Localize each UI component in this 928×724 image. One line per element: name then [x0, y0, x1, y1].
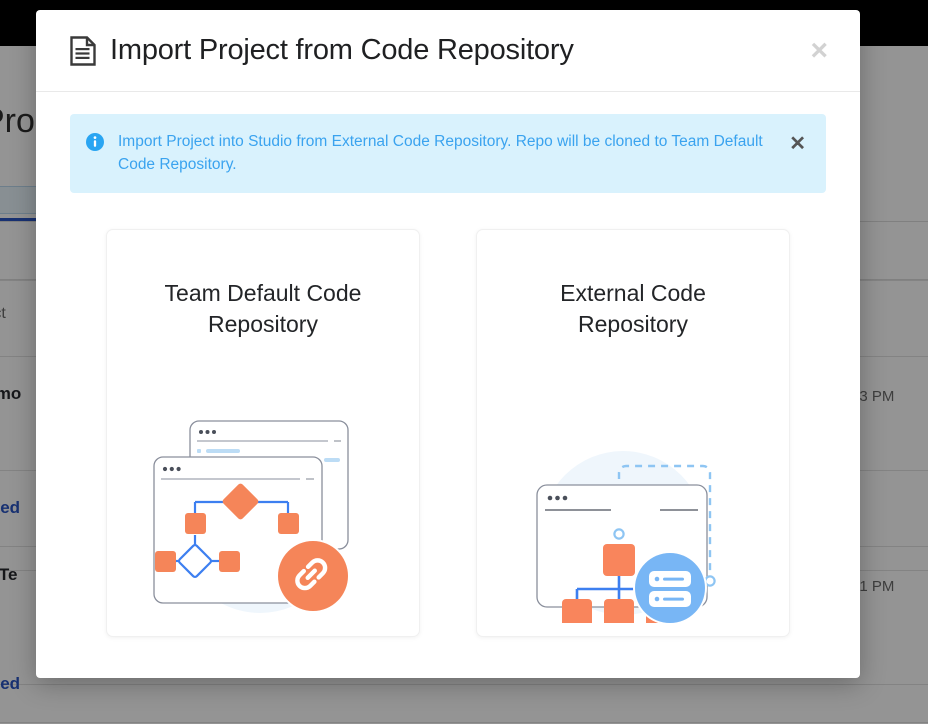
modal-title: Import Project from Code Repository	[110, 34, 574, 66]
modal-header: Import Project from Code Repository ×	[36, 10, 860, 92]
info-alert-text: Import Project into Studio from External…	[118, 133, 763, 174]
info-circle-icon	[86, 133, 104, 151]
close-icon[interactable]: ×	[800, 32, 838, 70]
table-row[interactable]: csTe	[0, 565, 18, 584]
info-alert: Import Project into Studio from External…	[70, 114, 826, 193]
alert-close-icon[interactable]: ✕	[783, 130, 812, 158]
row-timestamp: 33 PM	[851, 388, 895, 405]
document-icon	[70, 35, 96, 66]
tab-active-indicator	[0, 218, 52, 221]
option-card-team-default-code-repository[interactable]: Team Default Code Repository	[106, 228, 420, 637]
flowchart-windows-link-illustration	[148, 413, 378, 628]
page-title: Pro	[0, 102, 35, 140]
tab-chip[interactable]	[0, 186, 40, 214]
row-timestamp: 31 PM	[851, 578, 895, 595]
table-row[interactable]: nched	[0, 498, 21, 517]
table-row-divider	[0, 722, 928, 723]
repository-options: Team Default Code Repository	[70, 228, 826, 637]
table-row[interactable]: nched	[0, 674, 21, 693]
import-project-modal: Import Project from Code Repository × Im…	[36, 10, 860, 678]
option-card-external-code-repository[interactable]: External Code Repository	[476, 228, 790, 637]
option-card-title: Team Default Code Repository	[164, 279, 362, 338]
tree-window-server-illustration	[518, 413, 748, 629]
modal-body: Import Project into Studio from External…	[36, 92, 860, 678]
column-header-project: oject	[0, 305, 6, 322]
option-card-title: External Code Repository	[560, 279, 706, 338]
table-row[interactable]: Demo	[0, 384, 22, 403]
table-row-divider	[0, 684, 928, 685]
